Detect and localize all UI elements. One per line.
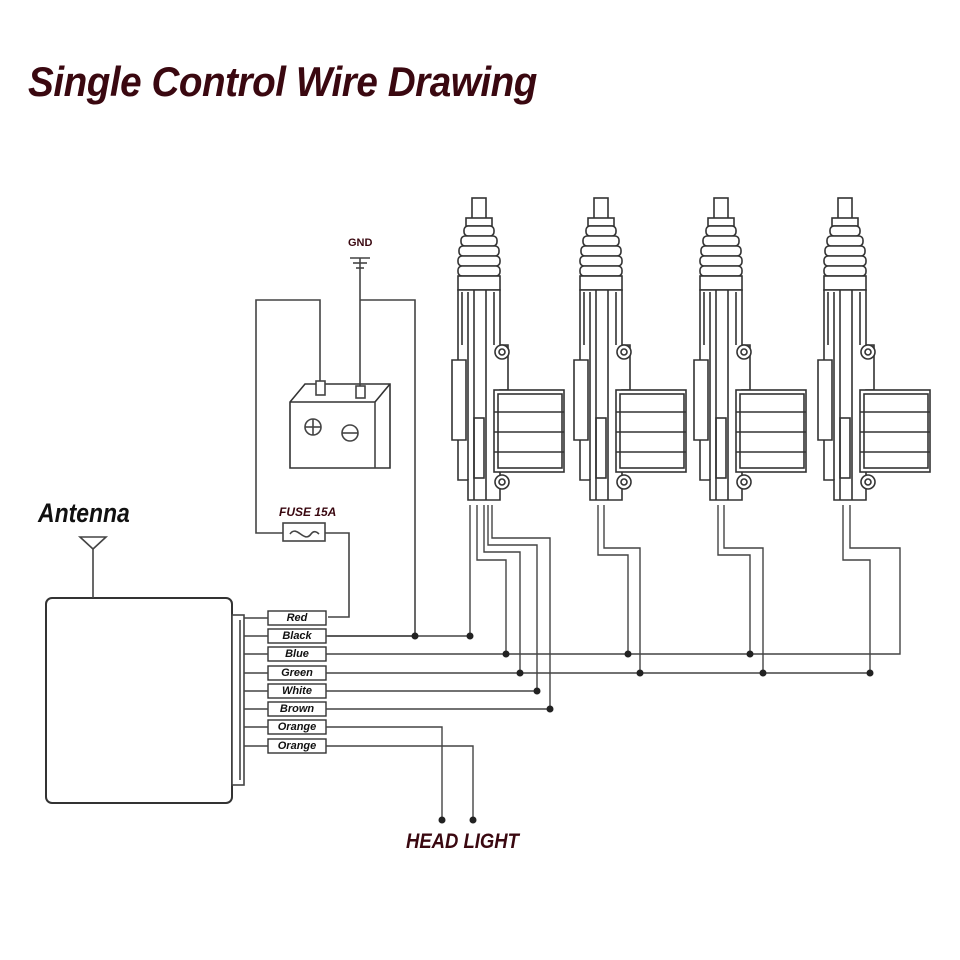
wire-label-orange-1: Orange	[277, 721, 317, 733]
fuse-label: FUSE 15A	[279, 505, 337, 519]
antenna-icon	[77, 536, 109, 598]
antenna-label: Antenna	[38, 498, 130, 528]
wire-label-white: White	[282, 685, 312, 697]
wire-label-orange-2: Orange	[277, 740, 317, 752]
actuator-bellows	[457, 225, 501, 277]
diagram-title: Single Control Wire Drawing	[28, 58, 537, 105]
fuse-icon	[282, 522, 326, 542]
actuator-3	[693, 197, 807, 501]
wire-label-red: Red	[286, 612, 308, 624]
actuators	[451, 197, 931, 501]
wire-label-brown: Brown	[279, 703, 315, 715]
actuator-1	[451, 197, 565, 501]
control-unit	[45, 597, 233, 804]
wire-label-black: Black	[282, 630, 312, 642]
actuator-bellows	[579, 225, 623, 277]
ground-icon	[350, 257, 370, 386]
actuator-bellows	[823, 225, 867, 277]
actuator-4	[817, 197, 931, 501]
gnd-label: GND	[348, 237, 373, 249]
actuator-bellows	[699, 225, 743, 277]
headlight-label: HEAD LIGHT	[406, 830, 519, 853]
actuator-2	[573, 197, 687, 501]
wire-label-blue: Blue	[285, 648, 309, 660]
wire-label-green: Green	[281, 667, 313, 679]
battery-icon	[289, 380, 391, 469]
control-unit-connector	[231, 614, 245, 786]
junction-dots	[411, 632, 874, 824]
